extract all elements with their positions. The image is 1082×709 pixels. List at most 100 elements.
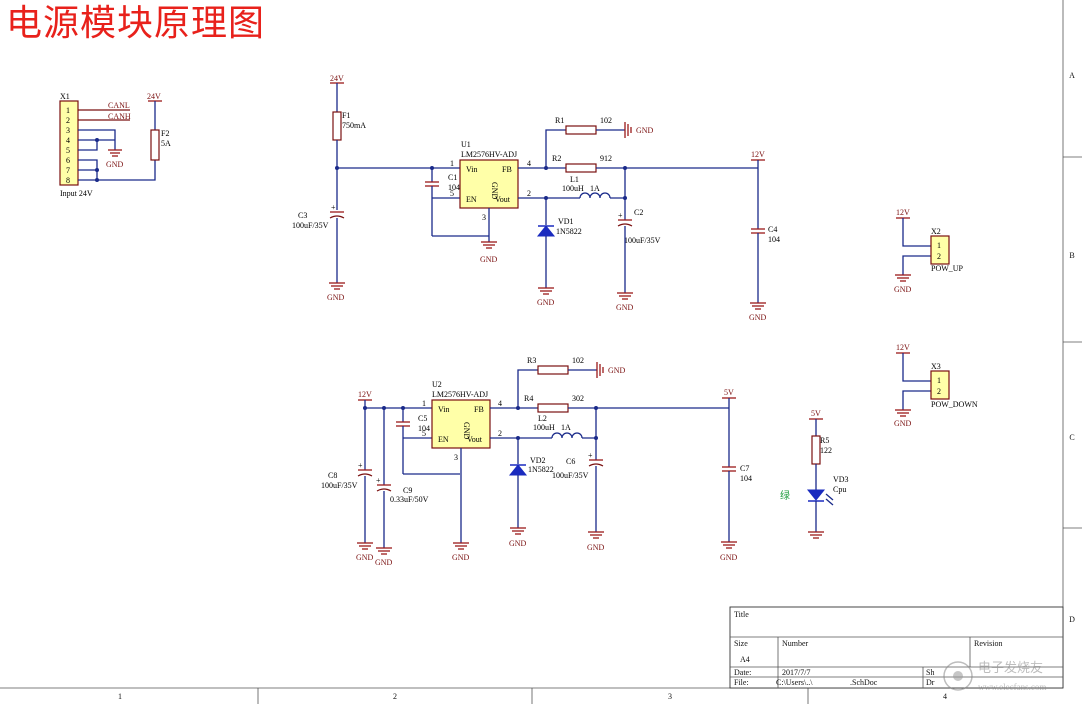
x2-net-label: 12V — [896, 208, 910, 217]
tb-date-label: Date: — [734, 668, 751, 677]
net-12v-lower-label: 12V — [358, 390, 372, 399]
l1-ref: L1 — [570, 175, 579, 184]
vd1-value: 1N5822 — [556, 227, 582, 236]
gnd-r3: GND — [596, 362, 626, 378]
fuse-f2[interactable]: 24V F2 5A — [147, 92, 171, 161]
c5-ref: C5 — [418, 414, 427, 423]
u2-pin-vin: Vin — [438, 405, 450, 414]
fuse-f1[interactable]: 24V F1 750mA — [330, 74, 366, 210]
c7-ref: C7 — [740, 464, 749, 473]
r4-value: 302 — [572, 394, 584, 403]
u2-ref: U2 — [432, 380, 442, 389]
x1-label: Input 24V — [60, 189, 93, 198]
gnd-u2: GND — [452, 542, 470, 562]
capacitor-c6[interactable]: + C6 100uF/35V — [552, 438, 604, 532]
x1-net-canh: CANH — [108, 112, 131, 121]
gnd-c9-label: GND — [375, 558, 393, 567]
connector-x1[interactable]: X1 1 2 3 4 5 6 7 8 Input 24V CANL CANH — [59, 92, 156, 198]
x1-net-canl: CANL — [108, 101, 130, 110]
r4-ref: R4 — [524, 394, 533, 403]
capacitor-c8[interactable]: + C8 100uF/35V — [321, 461, 373, 543]
r2-ref: R2 — [552, 154, 561, 163]
gnd-c6-label: GND — [587, 543, 605, 552]
u1-pin3-num: 3 — [482, 213, 486, 222]
c6-value: 100uF/35V — [552, 471, 589, 480]
gnd-c9: GND — [375, 547, 393, 567]
connector-x3[interactable]: 12V X3 1 2 POW_DOWN GND — [894, 343, 978, 428]
gnd-c7-label: GND — [720, 553, 738, 562]
c1-value: 104 — [448, 183, 460, 192]
c8-value: 100uF/35V — [321, 481, 358, 490]
frame-row-d: D — [1069, 615, 1075, 624]
x2-pin-2: 2 — [937, 252, 941, 261]
c2-value: 100uF/35V — [624, 236, 661, 245]
c3-plus: + — [331, 203, 336, 212]
gnd-u1-label: GND — [480, 255, 498, 264]
capacitor-c9[interactable]: + C9 0.33uF/50V — [376, 408, 429, 548]
gnd-c8-label: GND — [356, 553, 374, 562]
capacitor-c3[interactable]: + C3 100uF/35V — [292, 203, 345, 283]
r1-value: 102 — [600, 116, 612, 125]
resistor-r1[interactable]: R1 102 — [555, 116, 612, 135]
u2-pin-gnd: GND — [462, 422, 471, 440]
gnd-x1-label: GND — [106, 160, 124, 169]
x1-pin-6: 6 — [66, 156, 70, 165]
x1-pin-8: 8 — [66, 176, 70, 185]
f2-ref: F2 — [161, 129, 169, 138]
capacitor-c5[interactable]: C5 104 — [396, 408, 430, 474]
u2-pin5-num: 5 — [422, 429, 426, 438]
gnd-r1-label: GND — [636, 126, 654, 135]
c4-value: 104 — [768, 235, 780, 244]
x3-net-label: 12V — [896, 343, 910, 352]
c8-ref: C8 — [328, 471, 337, 480]
gnd-vd1: GND — [537, 287, 555, 307]
capacitor-c7[interactable]: C7 104 — [722, 408, 752, 542]
c2-plus: + — [618, 211, 623, 220]
resistor-r5[interactable]: R5 122 — [811, 435, 832, 490]
gnd-x2-label: GND — [894, 285, 912, 294]
c3-ref: C3 — [298, 211, 307, 220]
connector-x2[interactable]: 12V X2 1 2 POW_UP GND — [894, 208, 964, 294]
u1-part: LM2576HV-ADJ — [461, 150, 517, 159]
frame-row-c: C — [1069, 433, 1074, 442]
led-vd3[interactable]: VD3 Cpu 绿 — [780, 475, 849, 532]
net-5v-out-label: 5V — [724, 388, 734, 397]
title-block: Title Size A4 Number Revision Date: 2017… — [729, 606, 1064, 689]
u1-pin4-num: 4 — [527, 159, 531, 168]
x3-pin-1: 1 — [937, 376, 941, 385]
x3-ref: X3 — [931, 362, 941, 371]
tb-file-ext: .SchDoc — [850, 678, 878, 687]
vd1-ref: VD1 — [558, 217, 574, 226]
l2-rating: 1A — [561, 423, 571, 432]
resistor-r4[interactable]: R4 302 — [524, 394, 584, 413]
gnd-u1: GND — [480, 241, 498, 264]
inductor-l2[interactable]: L2 100uH 1A — [533, 414, 583, 439]
u2-pin2-num: 2 — [498, 429, 502, 438]
capacitor-c1[interactable]: C1 104 — [425, 168, 460, 236]
diode-vd2[interactable]: VD2 1N5822 — [508, 438, 554, 528]
net-12v-upper: 12V — [751, 150, 765, 168]
regulator-u1[interactable]: U1 LM2576HV-ADJ Vin FB EN Vout GND 1 4 2… — [450, 140, 531, 222]
gnd-vd2-label: GND — [509, 539, 527, 548]
gnd-vd1-label: GND — [537, 298, 555, 307]
u2-pin-vout: Vout — [467, 435, 483, 444]
resistor-r2[interactable]: R2 912 — [552, 154, 612, 173]
gnd-c2-label: GND — [616, 303, 634, 312]
tb-file-label: File: — [734, 678, 749, 687]
frame-col-4: 4 — [943, 692, 947, 701]
capacitor-c4[interactable]: C4 104 — [751, 168, 780, 303]
capacitor-c2[interactable]: + C2 100uF/35V — [617, 198, 661, 293]
inductor-l1[interactable]: L1 100uH 1A — [562, 175, 611, 199]
c9-plus: + — [376, 476, 381, 485]
vd2-ref: VD2 — [530, 456, 546, 465]
frame-col-3: 3 — [668, 692, 672, 701]
regulator-u2[interactable]: U2 LM2576HV-ADJ Vin FB EN Vout GND 1 4 2… — [422, 380, 502, 462]
resistor-r3[interactable]: R3 102 — [527, 356, 584, 375]
gnd-c4: GND — [749, 302, 767, 322]
f1-net-label: 24V — [330, 74, 344, 83]
net-5v-led-label: 5V — [811, 409, 821, 418]
tb-drawn-label: Dr — [926, 678, 935, 687]
diode-vd1[interactable]: VD1 1N5822 — [536, 198, 582, 288]
c3-value: 100uF/35V — [292, 221, 329, 230]
gnd-vd2: GND — [509, 527, 527, 548]
